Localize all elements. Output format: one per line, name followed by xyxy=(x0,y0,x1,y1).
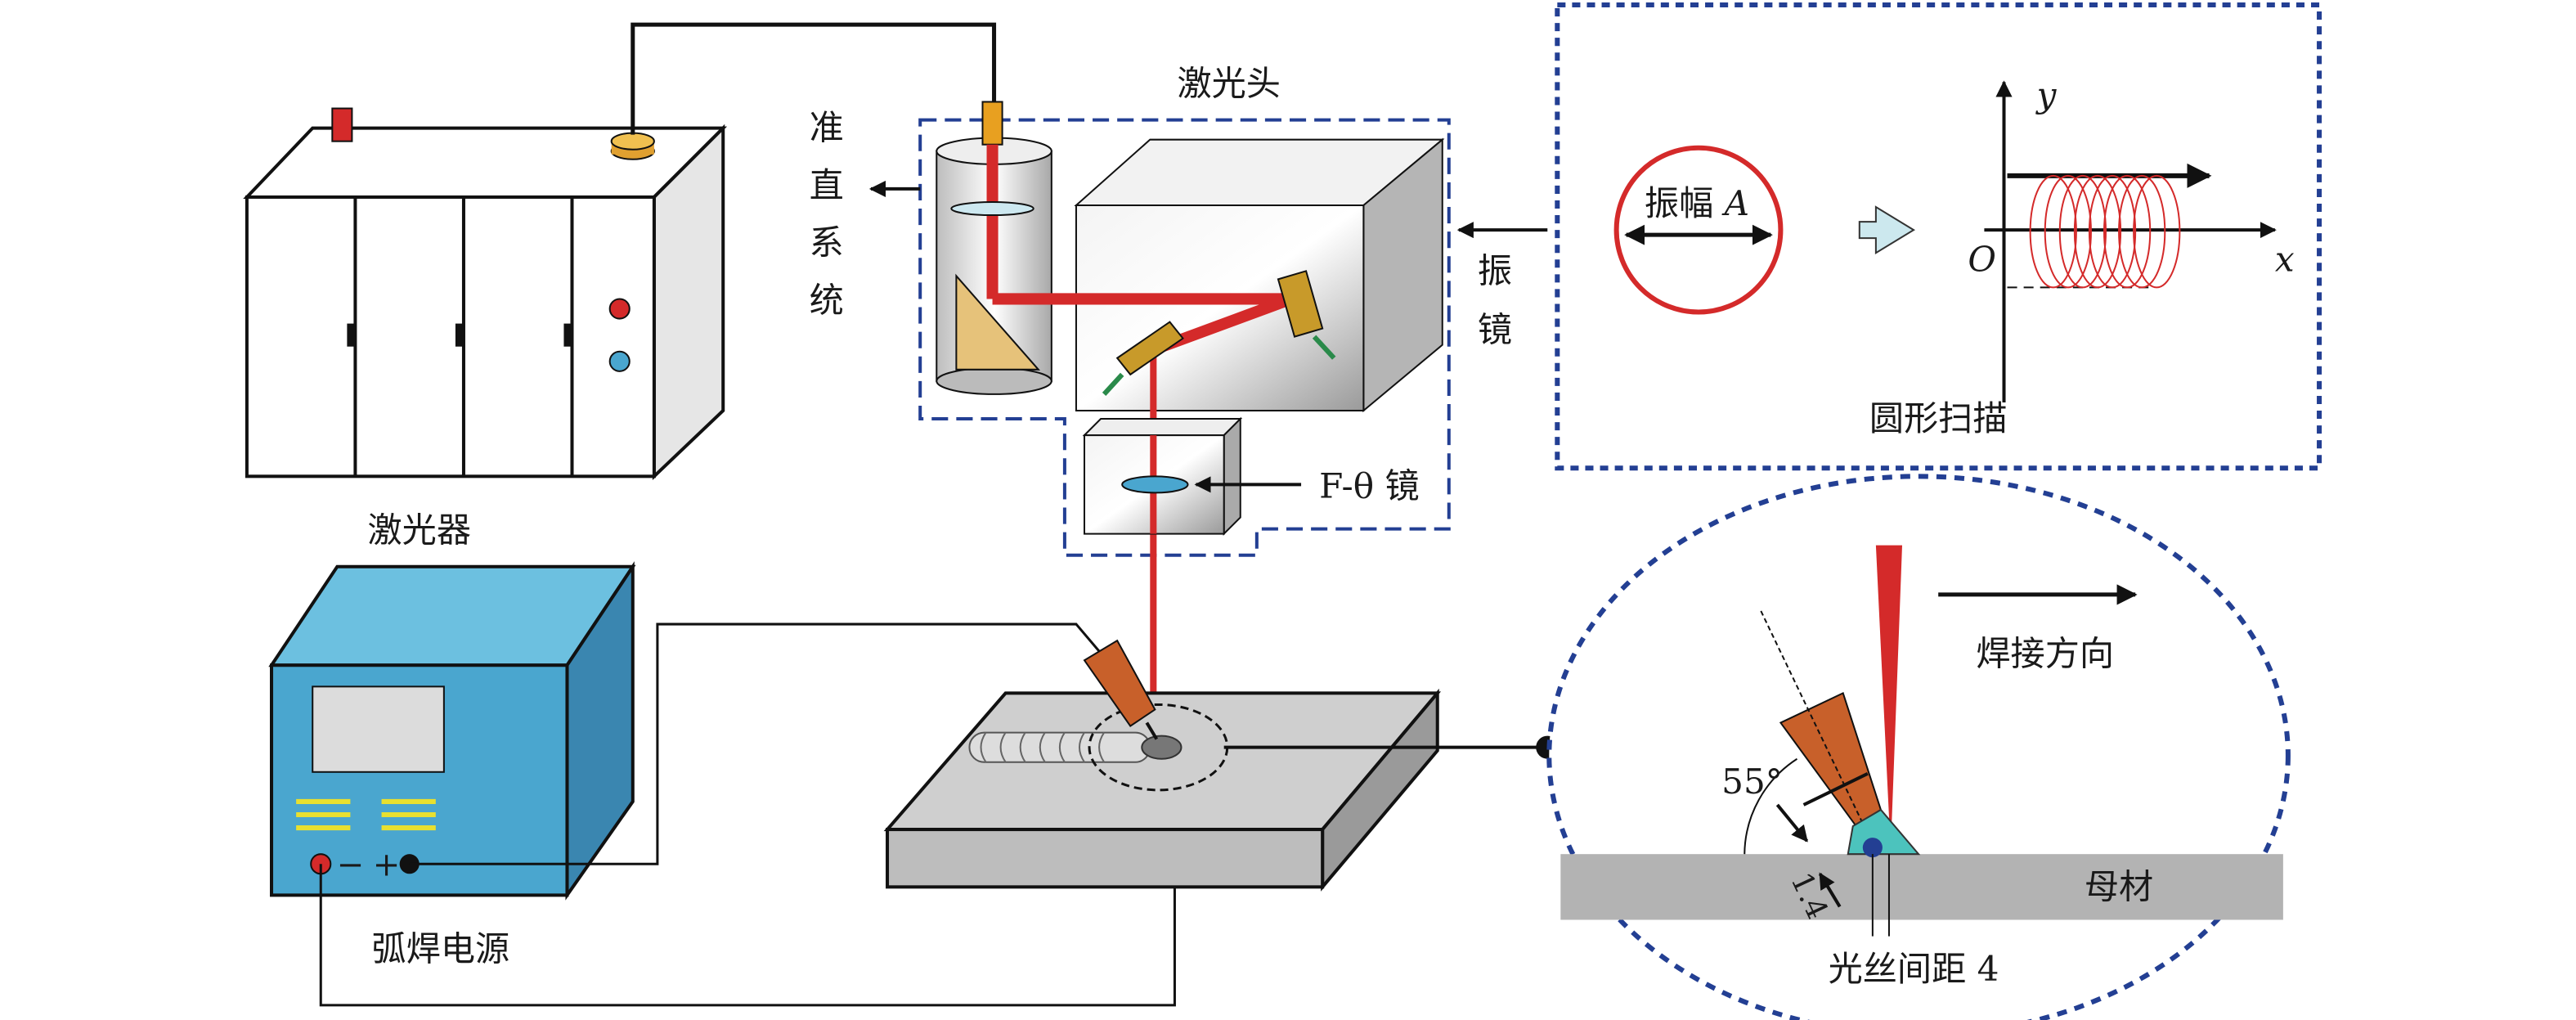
welding-torch xyxy=(1083,639,1159,740)
scan-path xyxy=(2029,174,2181,289)
workpiece xyxy=(883,688,1442,892)
base-metal-label: 母材 xyxy=(2085,866,2153,906)
weld-direction-label: 焊接方向 xyxy=(1976,633,2114,673)
collimator xyxy=(936,101,1052,395)
circular-scan-inset xyxy=(1555,2,2322,471)
scan-loop xyxy=(2133,174,2181,289)
galvo-label: 振 镜 xyxy=(1478,250,1512,349)
arc-power-supply xyxy=(268,561,636,901)
torch-angle-label: 55° xyxy=(1721,762,1783,802)
svg-text:准: 准 xyxy=(810,108,844,148)
ground-cable xyxy=(319,864,1176,1007)
x-axis-label: x xyxy=(2275,239,2295,279)
svg-text:镜: 镜 xyxy=(1478,310,1512,350)
laser-head-label: 激光头 xyxy=(1177,63,1280,103)
scan-loop xyxy=(2058,174,2107,289)
galvo-scanner xyxy=(992,137,1445,739)
laser-beam-cone xyxy=(1875,545,1903,851)
transition-arrow-icon xyxy=(1858,205,1915,255)
torch-cable xyxy=(409,622,1106,865)
scan-loop xyxy=(2103,174,2152,289)
laser-label: 激光器 xyxy=(368,510,471,550)
scan-loop xyxy=(2088,174,2137,289)
origin-label: O xyxy=(1968,239,1996,279)
arc-power-label: 弧焊电源 xyxy=(372,929,510,969)
plus-terminal-label: + xyxy=(373,846,401,883)
scan-loop xyxy=(2029,174,2077,289)
circular-scan-label: 圆形扫描 xyxy=(1869,398,2008,438)
laser-head-frame xyxy=(918,118,1451,557)
amplitude-label: 振幅 A xyxy=(1645,183,1749,223)
svg-text:统: 统 xyxy=(810,281,844,321)
f-theta-lens xyxy=(1082,416,1243,537)
minus-terminal-label: − xyxy=(337,846,365,883)
scan-loop xyxy=(2044,174,2092,289)
svg-text:直: 直 xyxy=(810,165,844,205)
laser-wire-gap-label: 光丝间距 4 xyxy=(1829,949,1999,989)
scan-loop xyxy=(2118,174,2166,289)
weld-detail xyxy=(1546,474,2291,1020)
collimation-label: 准 直 系 统 xyxy=(810,108,844,321)
scan-loop xyxy=(2073,174,2122,289)
f-theta-label: F-θ 镜 xyxy=(1319,465,1420,506)
optical-fiber xyxy=(631,22,997,135)
svg-text:系: 系 xyxy=(810,222,844,263)
svg-text:振: 振 xyxy=(1478,250,1512,290)
laser-source xyxy=(243,107,728,481)
y-axis-label: y xyxy=(2035,75,2058,115)
